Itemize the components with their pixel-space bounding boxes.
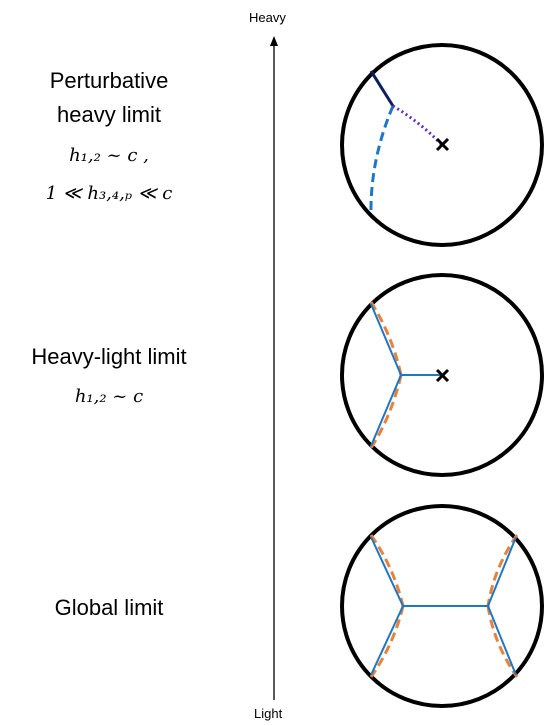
solid-line-lower (370, 374, 402, 447)
panel-1-title-line-1: Perturbative (49, 68, 169, 93)
panel-2-math: h₁,₂ ~ c (74, 386, 144, 407)
solid-line-right-lower (487, 605, 517, 676)
solid-line-left-lower (370, 605, 404, 676)
boundary-circle (340, 504, 544, 708)
dashed-geodesic-right-upper (486, 534, 519, 607)
dashed-geodesic-left-lower (369, 605, 405, 678)
boundary-circle (340, 273, 544, 477)
dashed-geodesic-upper (369, 301, 403, 376)
dashed-geodesic-right-lower (486, 605, 519, 678)
panel-1-math-line-1: h₁,₂ ~ c , (69, 145, 149, 166)
dotted-line (392, 104, 444, 147)
panel-2-title: Heavy-light limit (31, 344, 187, 369)
dashed-geodesic (369, 105, 395, 216)
panel-global-diagram (340, 504, 544, 708)
panel-1-title-line-2: heavy limit (57, 102, 161, 127)
panel-heavy-light-diagram (340, 273, 544, 477)
axis-bottom-label: Light (254, 706, 283, 721)
panel-3-title: Global limit (54, 595, 164, 620)
solid-line-upper (370, 303, 402, 376)
arrow-up-icon (270, 36, 278, 46)
solid-line-left-upper (370, 536, 404, 607)
x-mark-icon (435, 368, 450, 383)
heavy-solid-line (369, 70, 395, 107)
dashed-geodesic-left-upper (369, 534, 405, 607)
panel-perturbative-diagram (340, 43, 544, 247)
x-mark-icon (435, 137, 450, 152)
panel-1-math-line-2: 1 ≪ h₃,₄,ₚ ≪ c (45, 183, 173, 204)
axis-top-label: Heavy (249, 10, 286, 25)
solid-line-right-upper (487, 536, 517, 607)
boundary-circle (340, 43, 544, 247)
dashed-geodesic-lower (369, 374, 403, 449)
